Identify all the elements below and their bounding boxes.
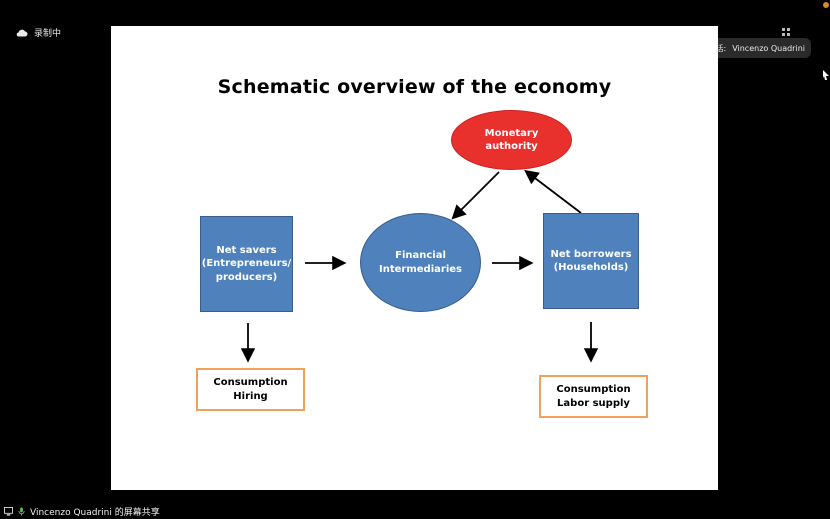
- flow-arrows: [240, 169, 599, 363]
- net-savers-node: Net savers (Entrepreneurs/ producers): [200, 216, 293, 312]
- consumption-labor-box: Consumption Labor supply: [539, 375, 648, 418]
- microphone-icon: [18, 507, 25, 516]
- screen-share-icon: [4, 507, 13, 516]
- consumption-hiring-box: Consumption Hiring: [196, 368, 305, 411]
- net-borrowers-node: Net borrowers (Households): [543, 213, 639, 309]
- cloud-icon: [16, 29, 28, 37]
- arrow-borrowers-to-monetary: [524, 169, 582, 214]
- screen-share-label: Vincenzo Quadrini 的屏幕共享: [4, 505, 160, 518]
- monetary-authority-node: Monetary authority: [451, 110, 572, 170]
- arrow-monetary-to-financial: [451, 171, 500, 220]
- share-owner-label: Vincenzo Quadrini 的屏幕共享: [30, 508, 160, 518]
- recording-label: 录制中: [34, 29, 62, 39]
- speaker-name: Vincenzo Quadrini: [732, 43, 805, 53]
- recording-indicator[interactable]: 录制中: [16, 26, 61, 39]
- mouse-pointer-icon: [823, 70, 829, 80]
- slide-title: Schematic overview of the economy: [217, 76, 612, 98]
- financial-intermediaries-node: Financial Intermediaries: [360, 213, 481, 312]
- presentation-slide: Schematic overview of the economy Moneta…: [111, 26, 718, 490]
- record-status-dot: [823, 2, 829, 8]
- grid-view-icon[interactable]: [782, 28, 790, 36]
